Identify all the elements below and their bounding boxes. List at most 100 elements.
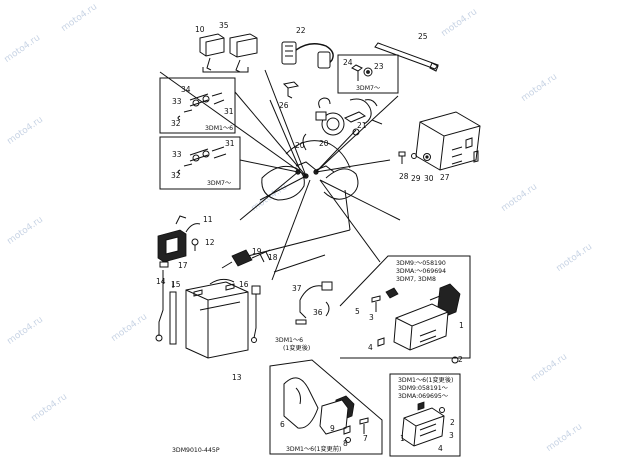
inset-3dm7-top bbox=[337, 54, 399, 94]
callout-17: 17 bbox=[178, 261, 188, 270]
note-3dm7-left: 3DM7～ bbox=[207, 180, 231, 187]
regulator-rectifier bbox=[371, 283, 461, 364]
note-mid-2: (1変更後) bbox=[283, 344, 310, 352]
note-3dm7-top: 3DM7～ bbox=[356, 85, 380, 92]
callout-3b: 3 bbox=[449, 431, 454, 440]
panel-right bbox=[339, 255, 471, 359]
watermark: moto4.ru bbox=[30, 392, 70, 424]
callout-33a: 33 bbox=[172, 97, 182, 106]
callout-35: 35 bbox=[219, 21, 229, 30]
starter-relay-11 bbox=[157, 215, 201, 263]
fuse-17 bbox=[159, 261, 169, 268]
note-mid-1: 3DM1～6 bbox=[275, 337, 303, 344]
watermark: moto4.ru bbox=[250, 182, 290, 214]
cover-6 bbox=[283, 377, 319, 429]
callout-20b: 20 bbox=[319, 139, 329, 148]
part-26 bbox=[282, 81, 300, 99]
callout-15: 15 bbox=[171, 280, 181, 289]
callout-8: 8 bbox=[343, 439, 348, 448]
watermark: moto4.ru bbox=[500, 182, 540, 214]
callout-16: 16 bbox=[239, 280, 249, 289]
callout-1a: 1 bbox=[459, 321, 464, 330]
regulator-new-type bbox=[401, 401, 445, 447]
watermark: moto4.ru bbox=[6, 215, 46, 247]
callout-20a: 20 bbox=[295, 141, 305, 150]
watermark: moto4.ru bbox=[60, 2, 100, 34]
callout-31b: 31 bbox=[225, 139, 235, 148]
band-25 bbox=[374, 42, 439, 72]
callout-11: 11 bbox=[203, 215, 213, 224]
relay-35 bbox=[229, 33, 258, 73]
callout-4b: 4 bbox=[438, 444, 443, 453]
note-lower-right-3: 3DMA:069695～ bbox=[398, 393, 448, 400]
serial-1: 3DM9:～058190 bbox=[396, 260, 446, 267]
battery-13 bbox=[185, 278, 249, 359]
watermark: moto4.ru bbox=[6, 315, 46, 347]
callout-1b: 1 bbox=[400, 434, 405, 443]
cdi-unit-27 bbox=[415, 111, 481, 171]
callout-14: 14 bbox=[156, 277, 166, 286]
inset-middle bbox=[273, 254, 333, 325]
panel-bottom-left bbox=[269, 359, 383, 455]
callout-37: 37 bbox=[292, 284, 302, 293]
watermark: moto4.ru bbox=[110, 312, 150, 344]
callout-30: 30 bbox=[424, 174, 434, 183]
watermark: moto4.ru bbox=[3, 33, 43, 65]
callout-25: 25 bbox=[418, 32, 428, 41]
callout-28: 28 bbox=[399, 172, 409, 181]
watermark: moto4.ru bbox=[6, 115, 46, 147]
callout-13: 13 bbox=[232, 373, 242, 382]
callout-5: 5 bbox=[355, 307, 360, 316]
callout-18: 18 bbox=[268, 253, 278, 262]
leader-lines bbox=[159, 69, 401, 281]
callout-2b: 2 bbox=[450, 418, 455, 427]
watermark: moto4.ru bbox=[520, 72, 560, 104]
note-lower-right-2: 3DM9:058191～ bbox=[398, 385, 448, 392]
callout-21: 21 bbox=[357, 121, 367, 130]
inset-3dm1-6 bbox=[159, 77, 236, 134]
connector-22 bbox=[281, 41, 334, 69]
callout-2a: 2 bbox=[458, 355, 463, 364]
callout-9: 9 bbox=[330, 424, 335, 433]
serial-2: 3DMA:～069694 bbox=[396, 268, 446, 275]
callout-10: 10 bbox=[195, 25, 205, 34]
fuse-12 bbox=[191, 238, 199, 251]
note-bottom-left: 3DM1～6(1変更前) bbox=[286, 445, 341, 453]
watermark: moto4.ru bbox=[440, 7, 480, 39]
battery-band-15 bbox=[169, 282, 177, 345]
callout-4a: 4 bbox=[368, 343, 373, 352]
panel-bottom-right bbox=[389, 373, 461, 457]
callout-32b: 32 bbox=[171, 171, 181, 180]
callout-33b: 33 bbox=[172, 150, 182, 159]
fuse-holder-19 bbox=[221, 249, 271, 269]
callout-31a: 31 bbox=[224, 107, 234, 116]
battery-lead-14 bbox=[155, 270, 164, 342]
note-lower-right-1: 3DM1～6(1変更後) bbox=[398, 376, 453, 384]
ignition-assembly-21 bbox=[315, 97, 383, 136]
note-3dm1-6-a: 3DM1～6 bbox=[205, 125, 233, 132]
callout-29: 29 bbox=[411, 174, 421, 183]
inset-3dm7-left bbox=[159, 136, 241, 190]
callout-22: 22 bbox=[296, 26, 306, 35]
callout-27: 27 bbox=[440, 173, 450, 182]
callout-6: 6 bbox=[280, 420, 285, 429]
watermark: moto4.ru bbox=[555, 242, 595, 274]
callout-7: 7 bbox=[363, 434, 368, 443]
part-code: 3DM9010-445P bbox=[172, 447, 220, 454]
serial-3: 3DM7, 3DM8 bbox=[396, 276, 436, 283]
callout-12: 12 bbox=[205, 238, 215, 247]
watermark: moto4.ru bbox=[545, 422, 585, 454]
unit-9-7-8 bbox=[319, 395, 369, 443]
battery-cable-16 bbox=[251, 285, 261, 343]
watermark: moto4.ru bbox=[530, 352, 570, 384]
callout-34: 34 bbox=[181, 85, 191, 94]
callout-3a: 3 bbox=[369, 313, 374, 322]
relay-10 bbox=[199, 33, 225, 71]
callout-23: 23 bbox=[374, 62, 384, 71]
callout-24: 24 bbox=[343, 58, 353, 67]
callout-19: 19 bbox=[252, 247, 262, 256]
callout-36: 36 bbox=[313, 308, 323, 317]
callout-26: 26 bbox=[279, 101, 289, 110]
